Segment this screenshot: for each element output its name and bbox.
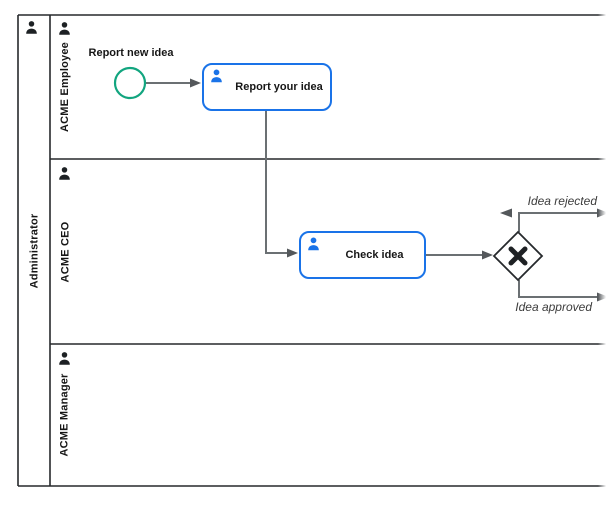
lane-label-ceo: ACME CEO bbox=[59, 221, 72, 282]
user-task-check-idea[interactable]: Check idea bbox=[299, 231, 426, 279]
arrowhead-rejected-right-edge bbox=[597, 208, 607, 218]
start-event-label[interactable]: Report new idea bbox=[88, 47, 174, 59]
flow-idea-approved[interactable] bbox=[518, 280, 607, 298]
person-icon bbox=[57, 166, 72, 181]
arrowhead-into-check-task bbox=[287, 248, 298, 258]
x-cross-icon bbox=[508, 246, 528, 266]
task-label: Check idea bbox=[345, 249, 404, 261]
flow-label-idea-rejected[interactable]: Idea rejected bbox=[527, 194, 597, 208]
start-event-circle[interactable] bbox=[113, 66, 147, 100]
flow-label-idea-approved[interactable]: Idea approved bbox=[515, 300, 592, 314]
lane-acme-ceo[interactable]: ACME CEO bbox=[50, 159, 80, 344]
user-task-report-your-idea[interactable]: Report your idea bbox=[202, 63, 332, 111]
flow-report-to-check[interactable] bbox=[265, 111, 289, 254]
person-icon bbox=[306, 236, 321, 252]
lane-label-manager: ACME Manager bbox=[59, 373, 71, 457]
person-icon bbox=[57, 21, 72, 36]
task-label: Report your idea bbox=[235, 81, 323, 93]
pool-label: Administrator bbox=[28, 213, 40, 288]
arrowhead-into-report-task bbox=[190, 78, 201, 88]
pool-administrator[interactable]: Administrator bbox=[18, 15, 50, 486]
arrowhead-into-gateway bbox=[482, 250, 493, 260]
arrowhead-approved-right-edge bbox=[597, 292, 607, 302]
lane-acme-employee[interactable]: ACME Employee bbox=[50, 15, 80, 159]
flow-idea-rejected[interactable] bbox=[518, 212, 607, 232]
person-icon bbox=[209, 68, 224, 84]
person-icon bbox=[57, 351, 72, 366]
arrowhead-rejected-left bbox=[500, 208, 512, 218]
person-icon bbox=[24, 20, 39, 35]
